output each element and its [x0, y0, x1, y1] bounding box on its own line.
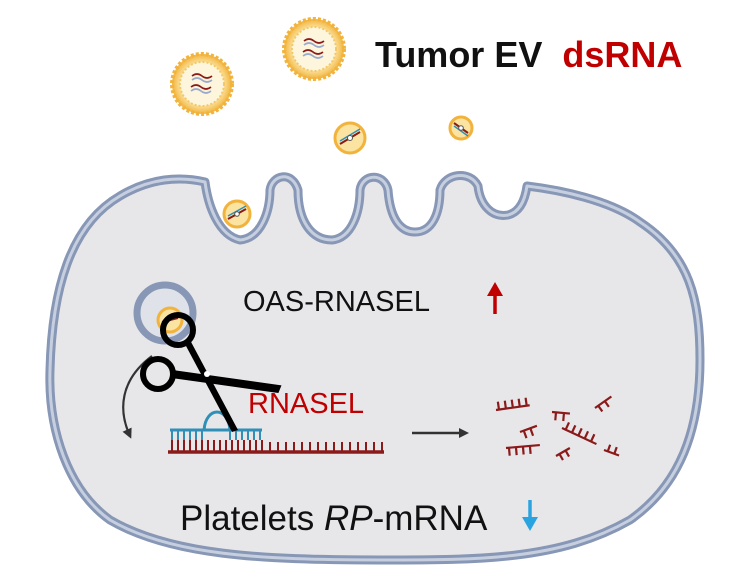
platelet-membrane-inner-line — [48, 174, 702, 562]
small-vesicle-1 — [333, 121, 367, 155]
title: Tumor EV dsRNA — [375, 34, 682, 75]
platelets-rp-mrna-label: Platelets RP-mRNA — [180, 499, 488, 538]
small-vesicle-invagination — [222, 199, 252, 229]
large-vesicle-left — [170, 52, 234, 116]
small-vesicle-2 — [448, 115, 474, 141]
dsrna-duplex — [168, 410, 384, 454]
platelets-suffix: -mRNA — [373, 499, 488, 538]
down-arrow-icon — [522, 500, 538, 531]
oas-rnasel-label: OAS-RNASEL — [243, 286, 430, 318]
title-part-accent: dsRNA — [562, 34, 682, 75]
title-part-dark: Tumor EV — [375, 34, 542, 75]
rnasel-label: RNASEL — [248, 388, 364, 420]
rna-fragments — [495, 395, 620, 461]
up-arrow-icon — [487, 282, 503, 314]
platelets-prefix: Platelets — [180, 499, 324, 538]
curved-arrow-icon — [122, 355, 153, 439]
platelets-italic: RP — [324, 499, 373, 538]
scissors-icon — [140, 312, 282, 432]
large-vesicle-right — [282, 17, 346, 81]
